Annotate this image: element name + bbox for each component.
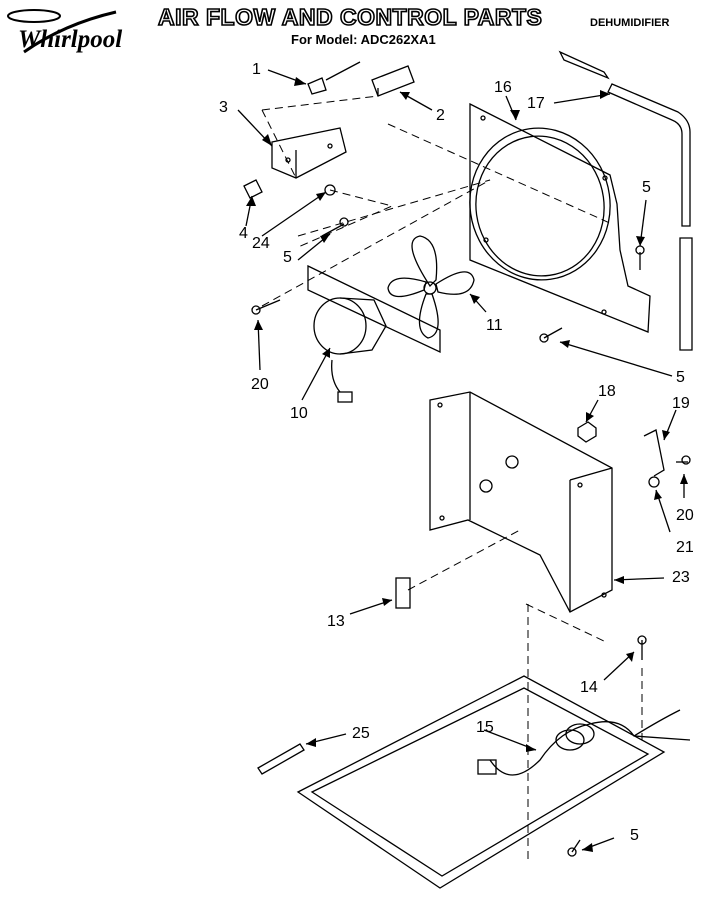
logo-swoosh-icon bbox=[7, 9, 117, 54]
callout-20: 20 bbox=[251, 376, 269, 393]
callout-20: 20 bbox=[676, 507, 694, 524]
control-switch bbox=[371, 65, 415, 97]
wire-tie-25 bbox=[257, 743, 305, 775]
nut-18 bbox=[577, 421, 597, 443]
callout-11: 11 bbox=[486, 317, 503, 334]
callout-18: 18 bbox=[598, 383, 616, 400]
callout-24: 24 bbox=[252, 235, 270, 252]
callout-21: 21 bbox=[676, 539, 694, 556]
callout-17: 17 bbox=[527, 95, 545, 112]
callout-19: 19 bbox=[672, 395, 690, 412]
control-knob bbox=[307, 61, 361, 95]
callout-3: 3 bbox=[219, 99, 228, 116]
callout-5: 5 bbox=[642, 179, 651, 196]
motor-mount bbox=[307, 264, 441, 354]
screw-20b bbox=[676, 455, 691, 465]
callout-5: 5 bbox=[630, 827, 639, 844]
control-bracket bbox=[271, 127, 347, 179]
gasket-strip bbox=[558, 50, 693, 351]
callout-5: 5 bbox=[283, 249, 292, 266]
power-cord bbox=[477, 709, 691, 776]
screw-20a bbox=[251, 299, 281, 315]
callout-2: 2 bbox=[436, 107, 445, 124]
callout-1: 1 bbox=[252, 61, 261, 78]
shroud-panel bbox=[469, 102, 651, 333]
assembly-lines bbox=[261, 95, 643, 860]
arrow-heads bbox=[246, 77, 688, 852]
callout-23: 23 bbox=[672, 569, 690, 586]
washer-21 bbox=[648, 476, 660, 488]
page-title: AIR FLOW AND CONTROL PARTS bbox=[157, 3, 543, 31]
screw-5d bbox=[567, 839, 581, 857]
screw-5b bbox=[635, 245, 645, 270]
fan-blade bbox=[387, 235, 475, 339]
brand-name: Whirlpool bbox=[18, 26, 123, 53]
screw-5a bbox=[321, 217, 349, 237]
capacitor-13 bbox=[395, 577, 411, 609]
callout-16: 16 bbox=[494, 79, 512, 96]
clip-4 bbox=[243, 179, 263, 199]
fan-motor bbox=[313, 297, 387, 403]
leader-arrows bbox=[237, 69, 685, 851]
callout-5: 5 bbox=[676, 369, 685, 386]
screw-5c bbox=[539, 327, 563, 343]
callout-25: 25 bbox=[352, 725, 370, 742]
callout-10: 10 bbox=[290, 405, 308, 422]
screw-24 bbox=[324, 184, 336, 196]
screw-14 bbox=[637, 635, 647, 660]
model-line: For Model: ADC262XA1 bbox=[291, 32, 436, 47]
base-pan bbox=[296, 675, 666, 889]
callout-13: 13 bbox=[327, 613, 345, 630]
callout-15: 15 bbox=[476, 719, 494, 736]
control-housing bbox=[429, 391, 613, 613]
callout-4: 4 bbox=[239, 225, 248, 242]
bracket-19 bbox=[643, 429, 665, 477]
callout-14: 14 bbox=[580, 679, 598, 696]
category-label: DEHUMIDIFIER bbox=[590, 17, 670, 29]
whirlpool-logo: Whirlpool bbox=[4, 6, 132, 58]
